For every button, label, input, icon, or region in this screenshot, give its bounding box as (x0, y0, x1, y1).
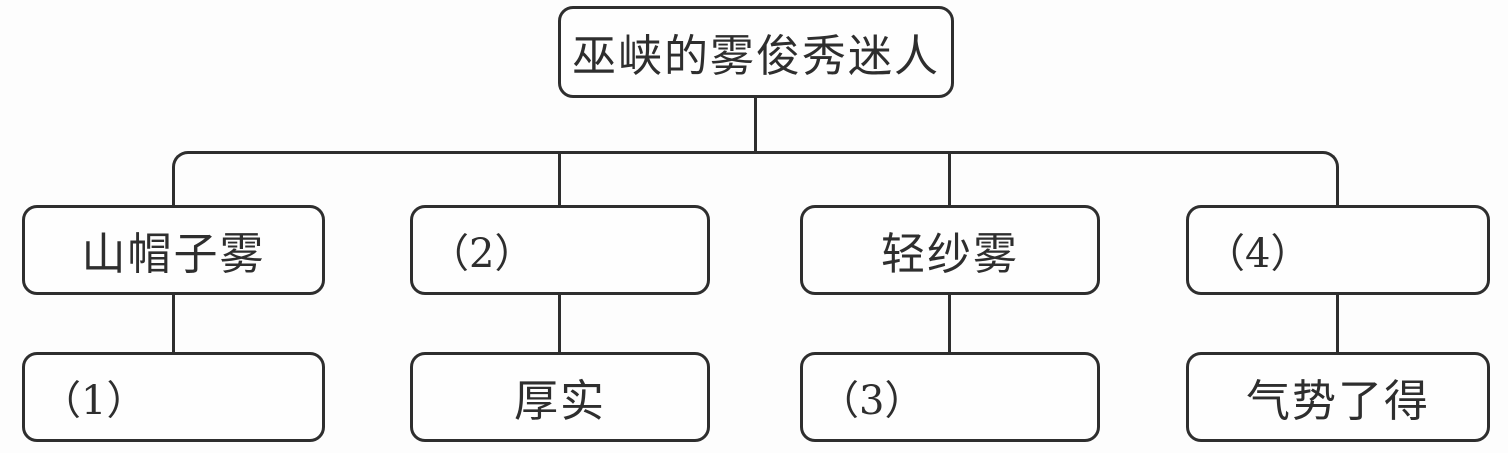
connector-root-to-bus (754, 97, 757, 152)
node-blank-2: （2） (410, 205, 710, 295)
connector-bus-line (172, 151, 1339, 206)
connector-col4-mid (1336, 294, 1339, 352)
node-root-label: 巫峡的雾俊秀迷人 (572, 31, 940, 82)
connector-col2-mid (558, 294, 561, 352)
connector-bus-to-col3 (948, 152, 951, 206)
connector-col3-mid (948, 294, 951, 352)
connector-bus-to-col2 (558, 152, 561, 206)
node-mountain-cap-fog: 山帽子雾 (22, 205, 325, 295)
node-light-gauze-fog: 轻纱雾 (800, 205, 1100, 295)
node-root: 巫峡的雾俊秀迷人 (558, 6, 954, 98)
node-blank-4-label: （4） (1205, 231, 1311, 277)
node-blank-1: （1） (22, 352, 325, 442)
connector-col1-mid (172, 294, 175, 352)
node-thick-solid-label: 厚实 (514, 376, 606, 427)
node-thick-solid: 厚实 (410, 352, 710, 442)
node-blank-4: （4） (1186, 205, 1490, 295)
node-imposing-momentum: 气势了得 (1186, 352, 1490, 442)
node-blank-3: （3） (800, 352, 1100, 442)
node-blank-2-label: （2） (429, 231, 535, 277)
node-blank-3-label: （3） (819, 378, 925, 424)
node-light-gauze-fog-label: 轻纱雾 (881, 229, 1019, 280)
node-imposing-momentum-label: 气势了得 (1246, 376, 1430, 427)
node-mountain-cap-fog-label: 山帽子雾 (81, 229, 266, 280)
node-blank-1-label: （1） (41, 378, 147, 424)
